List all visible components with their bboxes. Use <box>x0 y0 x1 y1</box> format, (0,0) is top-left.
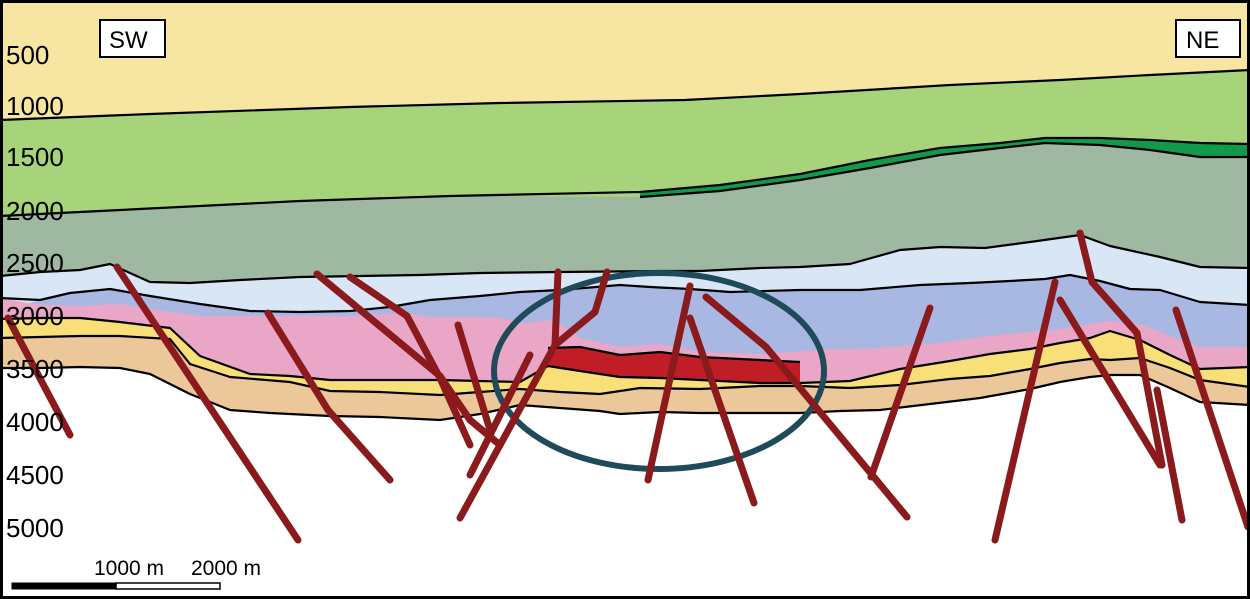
depth-label-3000: 3000 <box>6 301 64 331</box>
depth-label-5000: 5000 <box>6 513 64 543</box>
depth-label-1000: 1000 <box>6 91 64 121</box>
direction-text-sw: SW <box>109 27 148 54</box>
direction-label-ne: NE <box>1176 20 1240 57</box>
depth-label-500: 500 <box>6 40 49 70</box>
scale-label-2000: 2000 m <box>191 557 261 580</box>
depth-label-2000: 2000 <box>6 196 64 226</box>
depth-label-4500: 4500 <box>6 460 64 490</box>
depth-label-1500: 1500 <box>6 142 64 172</box>
depth-label-2500: 2500 <box>6 248 64 278</box>
direction-label-sw: SW <box>100 20 165 57</box>
scale-label-1000: 1000 m <box>94 557 164 580</box>
depth-label-3500: 3500 <box>6 354 64 384</box>
fault-line <box>555 272 558 345</box>
direction-text-ne: NE <box>1186 27 1219 54</box>
depth-label-4000: 4000 <box>6 407 64 437</box>
